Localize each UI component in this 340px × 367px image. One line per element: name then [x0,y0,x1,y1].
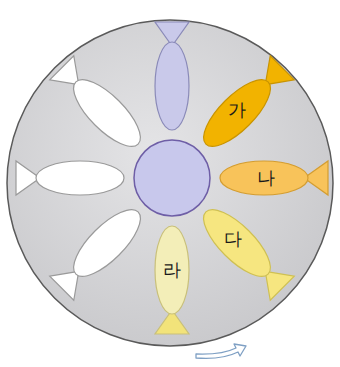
fish-body [155,226,189,314]
fish-label: 나 [257,169,275,187]
fish-shape [50,200,150,300]
fish-label: 가 [228,101,246,119]
fish-node: 가 [167,43,307,183]
hub-circle [134,140,210,216]
fish-shape [16,161,124,195]
fish-label: 다 [224,230,242,248]
fish-node: 다 [167,173,307,313]
fish-shape [155,22,189,130]
fish-node: 라 [102,200,242,340]
fish-body [220,161,308,195]
fish-body [194,200,280,286]
fish-body [194,70,280,156]
rotation-arrow [196,344,246,358]
fish-label: 라 [163,261,181,279]
rotating-disc [7,20,333,346]
fish-shape [50,56,150,156]
